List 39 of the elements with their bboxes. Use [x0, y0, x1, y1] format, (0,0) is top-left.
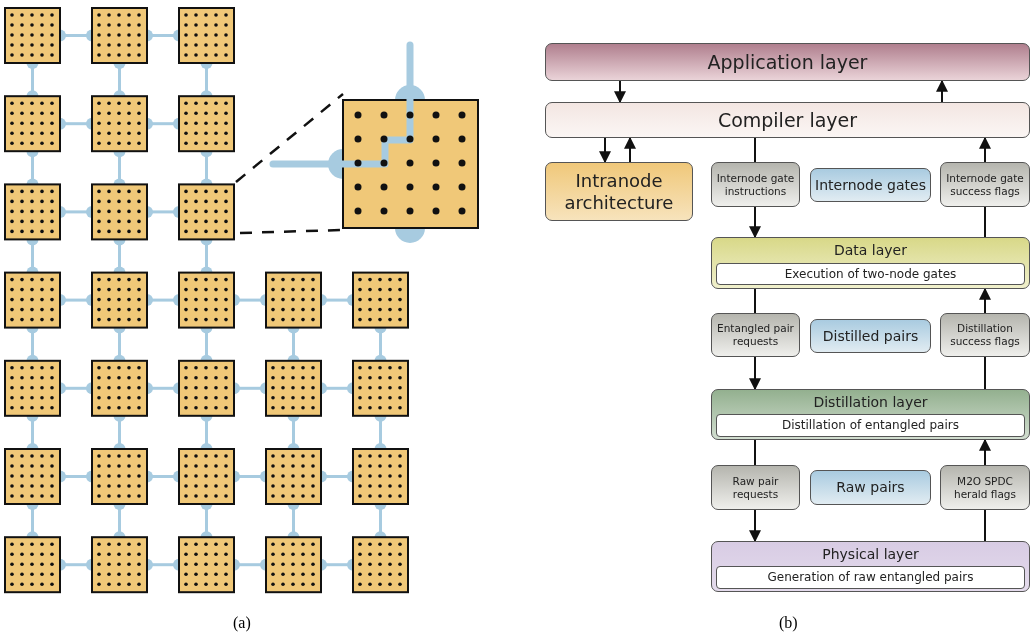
connector-line: [984, 206, 986, 238]
connector-line: [754, 288, 756, 314]
panel-label: (b): [779, 614, 798, 632]
connector-line: [984, 356, 986, 390]
layer-box: [711, 237, 1030, 289]
function-box: Generation of raw entangled pairs: [716, 566, 1025, 589]
function-box: Distillation of entangled pairs: [716, 414, 1025, 437]
arrow: [979, 438, 991, 466]
function-box: Execution of two-node gates: [716, 263, 1025, 285]
arrow: [624, 136, 636, 163]
arrow: [749, 356, 761, 391]
resource-box: Raw pairs: [810, 470, 931, 505]
layer-box: [711, 389, 1030, 440]
message-box: Internode gate success flags: [940, 162, 1030, 207]
message-box: Raw pair requests: [711, 465, 800, 510]
arrow: [936, 79, 948, 103]
message-box: M2O SPDC herald flags: [940, 465, 1030, 510]
arrow: [614, 80, 626, 104]
layer-box: Compiler layer: [545, 102, 1030, 138]
arrow: [599, 137, 611, 164]
resource-box: Internode gates: [810, 168, 931, 202]
connector-line: [754, 439, 756, 466]
layer-title: Physical layer: [821, 546, 920, 563]
arrow: [749, 206, 761, 239]
connector-line: [984, 509, 986, 542]
arrow: [749, 509, 761, 543]
connector-line: [754, 137, 756, 163]
panel-label: (a): [233, 614, 251, 632]
message-box: Internode gate instructions: [711, 162, 800, 207]
arrow: [979, 136, 991, 163]
architecture-box: Intranode architecture: [545, 162, 693, 221]
layer-title: Distillation layer: [812, 394, 929, 411]
message-box: Entangled pair requests: [711, 313, 800, 357]
resource-box: Distilled pairs: [810, 319, 931, 353]
layer-box: Application layer: [545, 43, 1030, 81]
layer-title: Data layer: [833, 242, 908, 259]
arrow: [979, 287, 991, 314]
message-box: Distillation success flags: [940, 313, 1030, 357]
layer-box: [711, 541, 1030, 592]
